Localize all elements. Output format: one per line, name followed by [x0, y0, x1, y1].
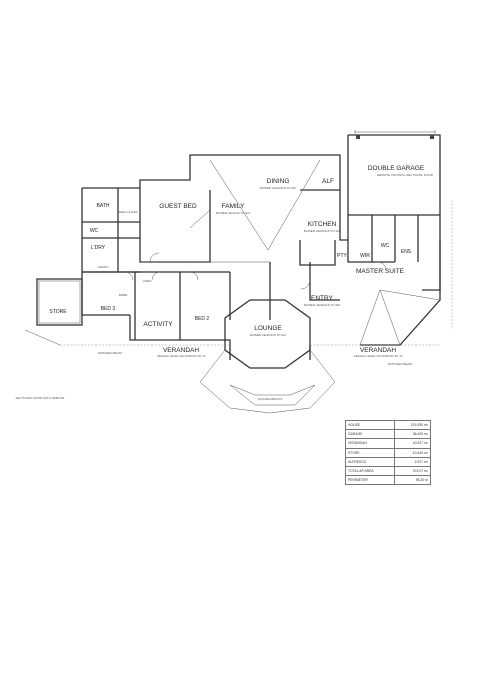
room-bath: BATH: [97, 203, 110, 209]
area-label: VERANDAH: [344, 438, 396, 449]
room-labels: DINING RAISED CEILINGS TO 32c FAMILY RAI…: [16, 165, 434, 401]
diagonal-lines: [189, 159, 441, 346]
note-verandah-left-ceiling: CEILING LEVEL 29c RAKING 60 -%: [157, 354, 206, 358]
room-bed3: BED 3: [101, 306, 116, 312]
note-garage-door: REMOTE CONTROL SECTIONAL DOOR: [377, 173, 434, 177]
room-wc-right: WC: [381, 243, 390, 249]
garage-details: [354, 130, 436, 139]
lounge-octagon: [199, 299, 336, 414]
note-family-ceiling: RAISED CEILING TO 32c: [216, 211, 251, 215]
room-store: STORE: [49, 309, 67, 315]
room-wc-left: WC: [90, 228, 99, 234]
room-verandah-left: VERANDAH: [163, 347, 199, 354]
note-entry-ceiling: RAISED CEILINGS TO 30c: [304, 303, 341, 307]
note-verandah-right-ceiling: CEILING LEVEL 29c RAKING 45 -%: [354, 354, 403, 358]
note-shelf-rail: SHELF & RAIL: [118, 210, 138, 214]
room-kitchen: KITCHEN: [308, 221, 337, 228]
room-wir: WIR: [360, 253, 370, 259]
note-square-bricks: SQUARE BRICKS: [258, 397, 283, 401]
area-value: 40.027 m²: [394, 438, 431, 449]
room-bed2: BED 2: [195, 316, 210, 322]
room-lounge: LOUNGE: [254, 325, 282, 332]
room-ens: ENS: [401, 249, 412, 255]
note-linen: LINEN: [143, 279, 152, 283]
area-label: GARAGE: [344, 429, 396, 440]
room-family: FAMILY: [222, 203, 245, 210]
note-kitchen-ceiling: RAISED CEILINGS TO 33c: [304, 229, 341, 233]
room-pty: PTY: [337, 253, 347, 259]
room-entry: ENTRY: [311, 295, 334, 302]
note-sectional-door: SECTIONAL DOOR WITH REMOTE: [16, 396, 65, 400]
room-dining: DINING: [267, 178, 290, 185]
room-master-suite: MASTER SUITE: [356, 268, 405, 275]
note-grano: GRANO: [97, 265, 109, 269]
exposed-beams: [24, 200, 453, 346]
area-label: PERIMETER: [344, 475, 396, 486]
note-dining-ceiling: RAISED CEILINGS TO 32c: [260, 186, 297, 190]
area-value: 2.027 m²: [394, 456, 431, 467]
interior-walls: [82, 188, 440, 340]
room-ldry: L'DRY: [91, 245, 106, 251]
area-label: TOTAL AP AREA: [344, 465, 396, 477]
room-double-garage: DOUBLE GARAGE: [368, 165, 425, 172]
area-label: ALFRESCO: [344, 456, 396, 467]
room-guest-bed: GUEST BED: [159, 203, 197, 210]
room-activity: ACTIVITY: [143, 321, 173, 328]
room-alf: ALF: [322, 178, 334, 185]
door-swings: [124, 252, 387, 290]
area-value: 98.20 m: [394, 475, 431, 486]
area-value: 215.530 m²: [394, 419, 431, 431]
note-exposed-beam-right: EXPOSED BEAM: [388, 362, 412, 366]
note-robe: ROBE: [119, 293, 128, 297]
room-verandah-right: VERANDAH: [360, 347, 396, 354]
area-value: 36.400 m²: [394, 429, 431, 440]
area-label: STORE: [344, 447, 396, 458]
note-exposed-beam-left: EXPOSED BEAM: [98, 351, 122, 355]
area-label: HOUSE: [344, 419, 396, 431]
area-value: 10.440 m²: [394, 447, 431, 458]
area-value: 374.97 m²: [394, 465, 431, 477]
note-lounge-ceiling: RAISED CEILINGS TO 32c: [250, 333, 287, 337]
